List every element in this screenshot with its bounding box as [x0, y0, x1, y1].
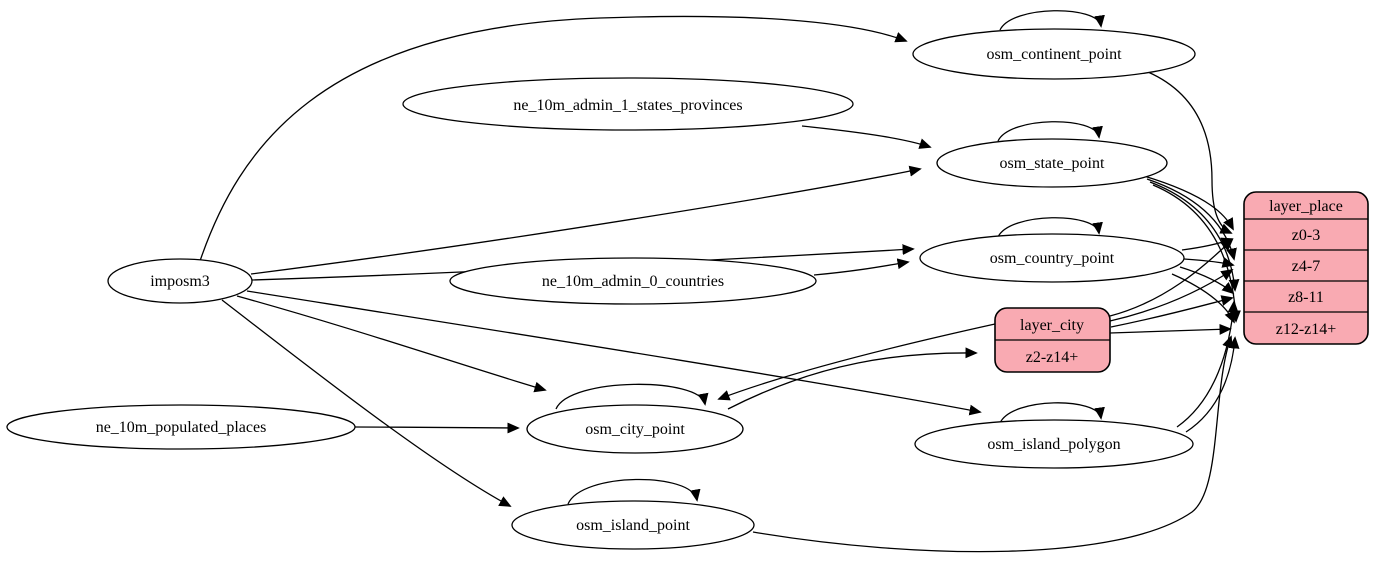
ne_10m_populated-ellipse — [6, 404, 356, 450]
imposm3-ellipse — [107, 258, 253, 304]
node-ne_10m_admin_0_countries: ne_10m_admin_0_countries — [449, 257, 817, 305]
layer_place-row-z8-11: z8-11 — [1288, 289, 1324, 306]
edge-osm_country_point-z8-11 — [1179, 266, 1235, 295]
selfloop-osm_island_point — [567, 478, 701, 505]
edge-osm_state_point-z8-11 — [1149, 181, 1240, 292]
layer_city-title: layer_city — [1020, 317, 1084, 334]
edge-layer_city-z4-7 — [1109, 268, 1234, 322]
osm_continent_point-label: osm_continent_point — [986, 46, 1122, 63]
edge-layer_city-z8-11 — [1110, 295, 1234, 328]
selfloop-osm_country_point — [997, 217, 1103, 238]
selfloop-osm_island_polygon — [999, 402, 1105, 424]
edge-group — [199, 10, 1241, 553]
osm_island_point-ellipse — [511, 500, 755, 550]
osm_city_point-label: osm_city_point — [585, 421, 685, 438]
edge-osm_country_point-z0-3 — [1181, 237, 1234, 251]
edge-osm_city_point-layer_city — [727, 347, 978, 410]
node-ne_10m_admin_1_states_provinces: ne_10m_admin_1_states_provinces — [402, 77, 854, 131]
osm_continent_point-ellipse — [912, 28, 1196, 80]
record-layer_place: layer_place z0-3 z4-7 z8-11 z12-z14+ — [1243, 191, 1369, 345]
edge-osm_country_point-z4-7 — [1183, 257, 1235, 268]
edge-osm_continent_point-z0-3 — [1147, 71, 1233, 234]
node-osm_state_point: osm_state_point — [936, 138, 1168, 188]
edge-osm_island_point-z12-z14 — [752, 335, 1233, 553]
node-osm_continent_point: osm_continent_point — [912, 28, 1196, 80]
osm_island_polygon-ellipse — [914, 419, 1194, 469]
edge-ne_10m_admin_1-osm_state_point — [801, 125, 932, 149]
ne_10m_populated-label: ne_10m_populated_places — [96, 419, 267, 436]
edge-ne_10m_populated-osm_city_point — [354, 422, 520, 434]
layer_place-rect — [1243, 191, 1369, 345]
ne_10m_admin_0-label: ne_10m_admin_0_countries — [542, 273, 724, 290]
selfloop-osm_state_point — [997, 121, 1103, 142]
record-layer_city: layer_city z2-z14+ — [994, 307, 1111, 373]
layer_city-row-z2-z14: z2-z14+ — [1026, 349, 1079, 366]
ne_10m_admin_1-ellipse — [402, 77, 854, 131]
edge-imposm3-osm_island_polygon — [246, 290, 982, 416]
edge-layer_city-osm_city_point — [717, 323, 996, 401]
osm_country_point-label: osm_country_point — [990, 250, 1115, 267]
osm_country_point-ellipse — [919, 233, 1185, 283]
node-imposm3: imposm3 — [107, 258, 253, 304]
selfloop-osm_continent_point — [999, 10, 1105, 31]
imposm3-label: imposm3 — [150, 273, 210, 290]
edge-layer_city-z12-z14 — [1109, 323, 1232, 335]
layer_place-row-z4-7: z4-7 — [1292, 258, 1320, 275]
layer_place-title: layer_place — [1269, 198, 1343, 215]
edge-imposm3-osm_continent_point — [199, 15, 908, 262]
edge-osm_state_point-z4-7 — [1146, 178, 1237, 261]
node-ne_10m_populated_places: ne_10m_populated_places — [6, 404, 356, 450]
ne_10m_admin_0-ellipse — [449, 257, 817, 305]
node-osm_country_point: osm_country_point — [919, 233, 1185, 283]
edge-imposm3-osm_city_point — [236, 295, 547, 393]
osm_city_point-ellipse — [526, 404, 744, 454]
edge-imposm3-osm_state_point — [250, 165, 922, 275]
osm_island_point-label: osm_island_point — [576, 517, 690, 534]
node-osm_island_polygon: osm_island_polygon — [914, 419, 1194, 469]
edge-osm_island_polygon-z12-z14 — [1185, 336, 1240, 433]
osm_state_point-label: osm_state_point — [1000, 155, 1105, 172]
osm_state_point-ellipse — [936, 138, 1168, 188]
edge-osm_island_polygon-z8-11 — [1176, 300, 1239, 428]
edge-imposm3-osm_island_point — [221, 299, 512, 507]
layer_place-row-z12-z14: z12-z14+ — [1276, 321, 1337, 338]
osm_island_polygon-label: osm_island_polygon — [987, 436, 1120, 453]
node-osm_island_point: osm_island_point — [511, 500, 755, 550]
edge-ne_10m_admin_0-osm_country_point — [813, 258, 910, 276]
layer_place-row-z0-3: z0-3 — [1292, 227, 1320, 244]
selfloop-osm_city_point — [555, 383, 709, 410]
node-osm_city_point: osm_city_point — [526, 404, 744, 454]
ne_10m_admin_1-label: ne_10m_admin_1_states_provinces — [513, 97, 742, 114]
